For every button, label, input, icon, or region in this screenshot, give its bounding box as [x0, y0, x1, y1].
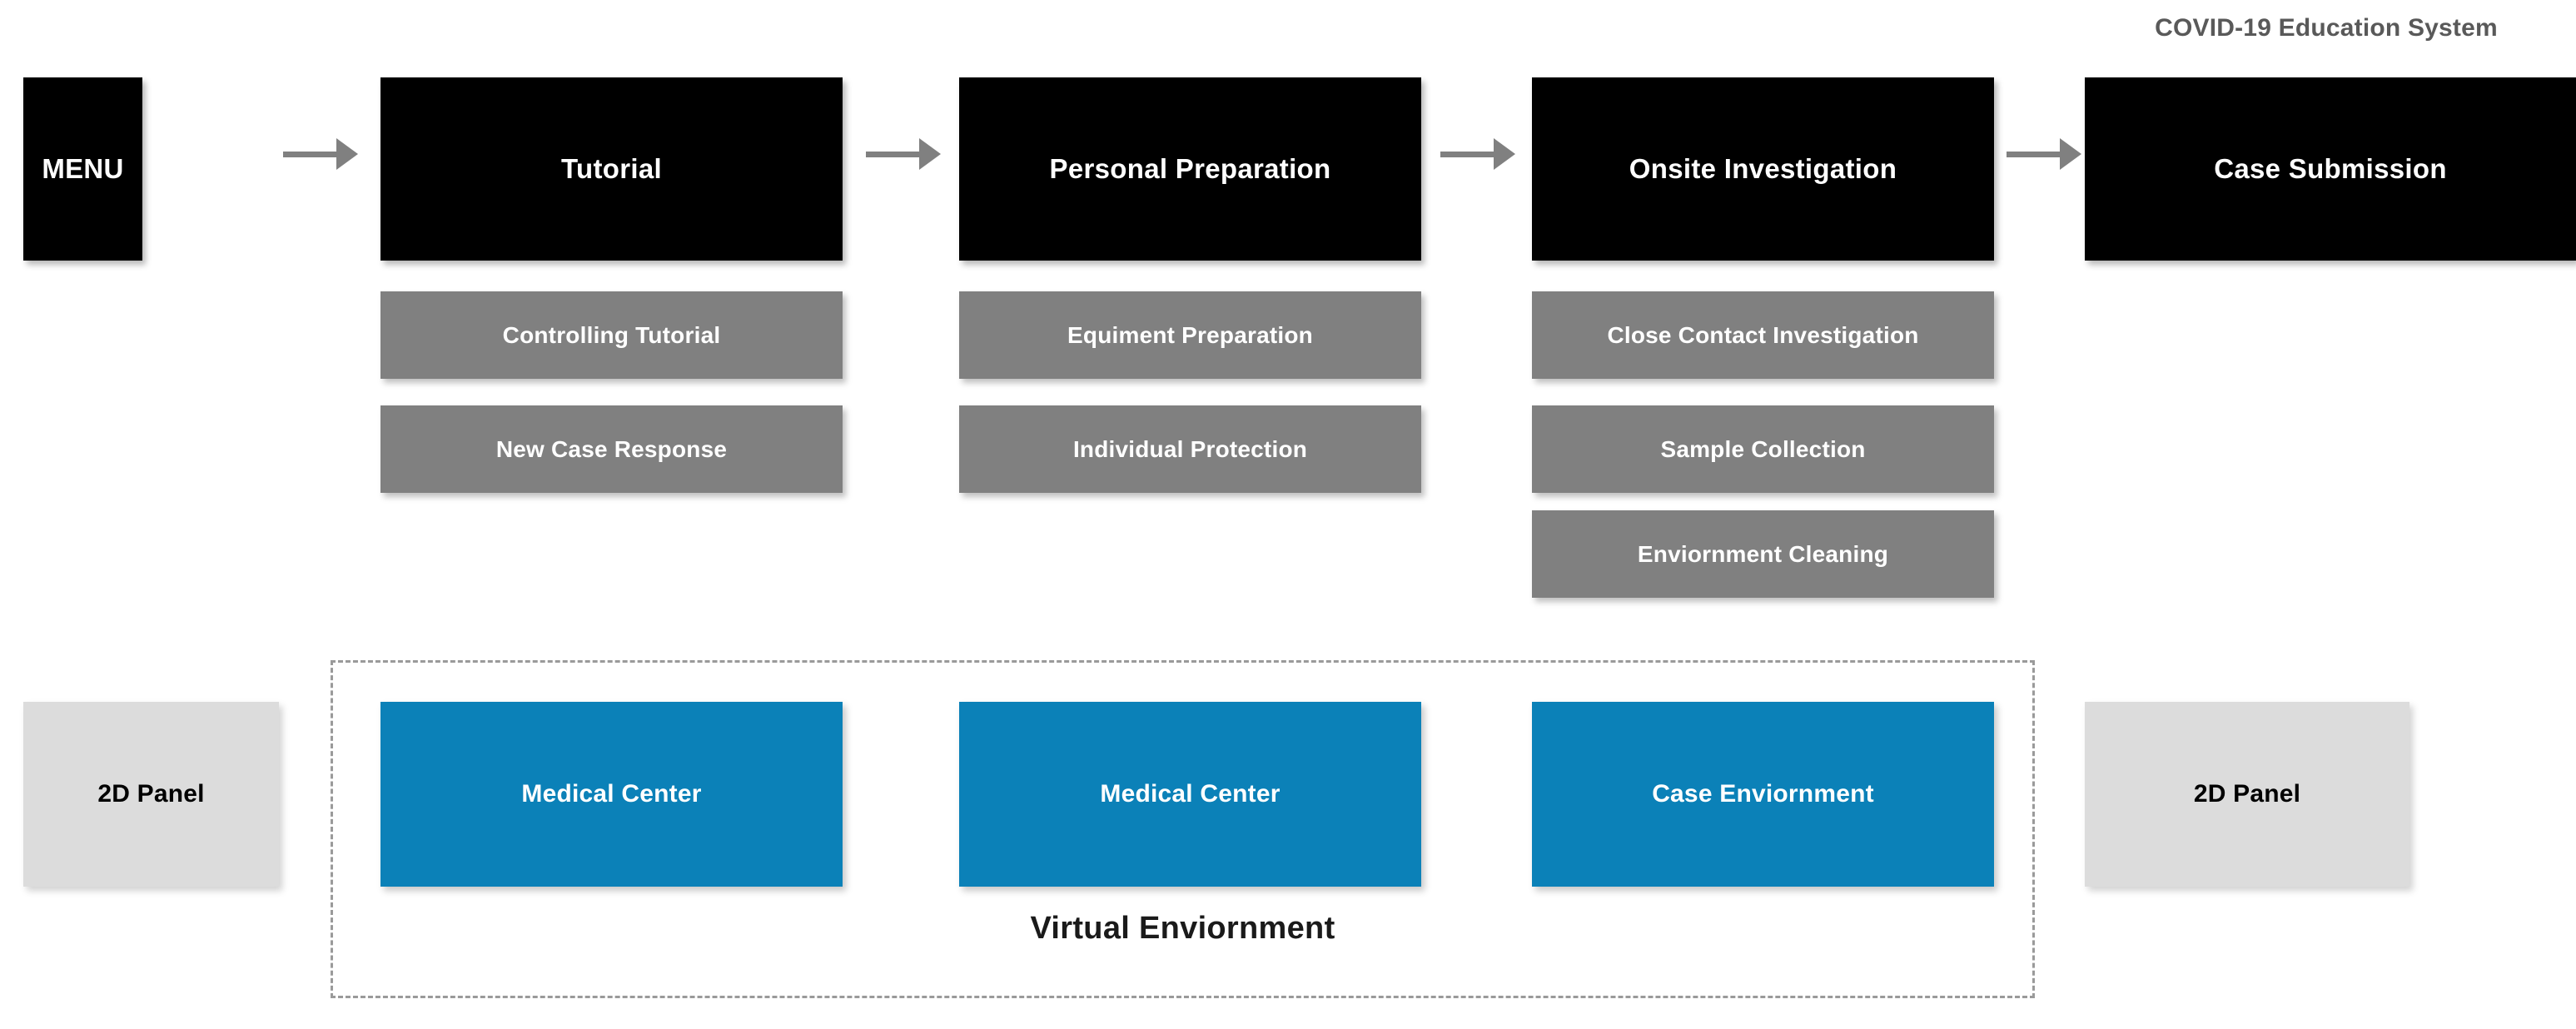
stage-box-tutorial[interactable]: Tutorial — [380, 77, 843, 261]
panel-2d-left[interactable]: 2D Panel — [23, 702, 279, 887]
arrow-shaft — [1440, 151, 1494, 157]
stage-box-personal-preparation[interactable]: Personal Preparation — [959, 77, 1421, 261]
virtual-environment-label: Virtual Enviornment — [1030, 911, 1335, 946]
stage-box-menu[interactable]: MENU — [23, 77, 142, 261]
substep-equiment-preparation[interactable]: Equiment Preparation — [959, 291, 1421, 379]
substep-close-contact-investigation[interactable]: Close Contact Investigation — [1532, 291, 1994, 379]
virtual-environment-container — [331, 660, 2035, 998]
arrow-shaft — [2007, 151, 2060, 157]
page-title: COVID-19 Education System — [2155, 14, 2498, 42]
stage-box-onsite-investigation[interactable]: Onsite Investigation — [1532, 77, 1994, 261]
arrow-head-icon — [1494, 138, 1515, 170]
substep-sample-collection[interactable]: Sample Collection — [1532, 405, 1994, 493]
arrow-personal-preparation-to-onsite-investigation — [1440, 137, 1515, 171]
arrow-onsite-investigation-to-case-submission — [2007, 137, 2081, 171]
arrow-head-icon — [919, 138, 941, 170]
substep-individual-protection[interactable]: Individual Protection — [959, 405, 1421, 493]
arrow-shaft — [866, 151, 919, 157]
environment-medical-center-1[interactable]: Medical Center — [380, 702, 843, 887]
arrow-tutorial-to-personal-preparation — [866, 137, 941, 171]
arrow-menu-to-tutorial — [283, 137, 358, 171]
arrow-shaft — [283, 151, 336, 157]
stage-box-case-submission[interactable]: Case Submission — [2085, 77, 2576, 261]
substep-controlling-tutorial[interactable]: Controlling Tutorial — [380, 291, 843, 379]
environment-case-enviornment[interactable]: Case Enviornment — [1532, 702, 1994, 887]
arrow-head-icon — [336, 138, 358, 170]
substep-new-case-response[interactable]: New Case Response — [380, 405, 843, 493]
panel-2d-right[interactable]: 2D Panel — [2085, 702, 2409, 887]
arrow-head-icon — [2060, 138, 2081, 170]
environment-medical-center-2[interactable]: Medical Center — [959, 702, 1421, 887]
substep-enviornment-cleaning[interactable]: Enviornment Cleaning — [1532, 510, 1994, 598]
